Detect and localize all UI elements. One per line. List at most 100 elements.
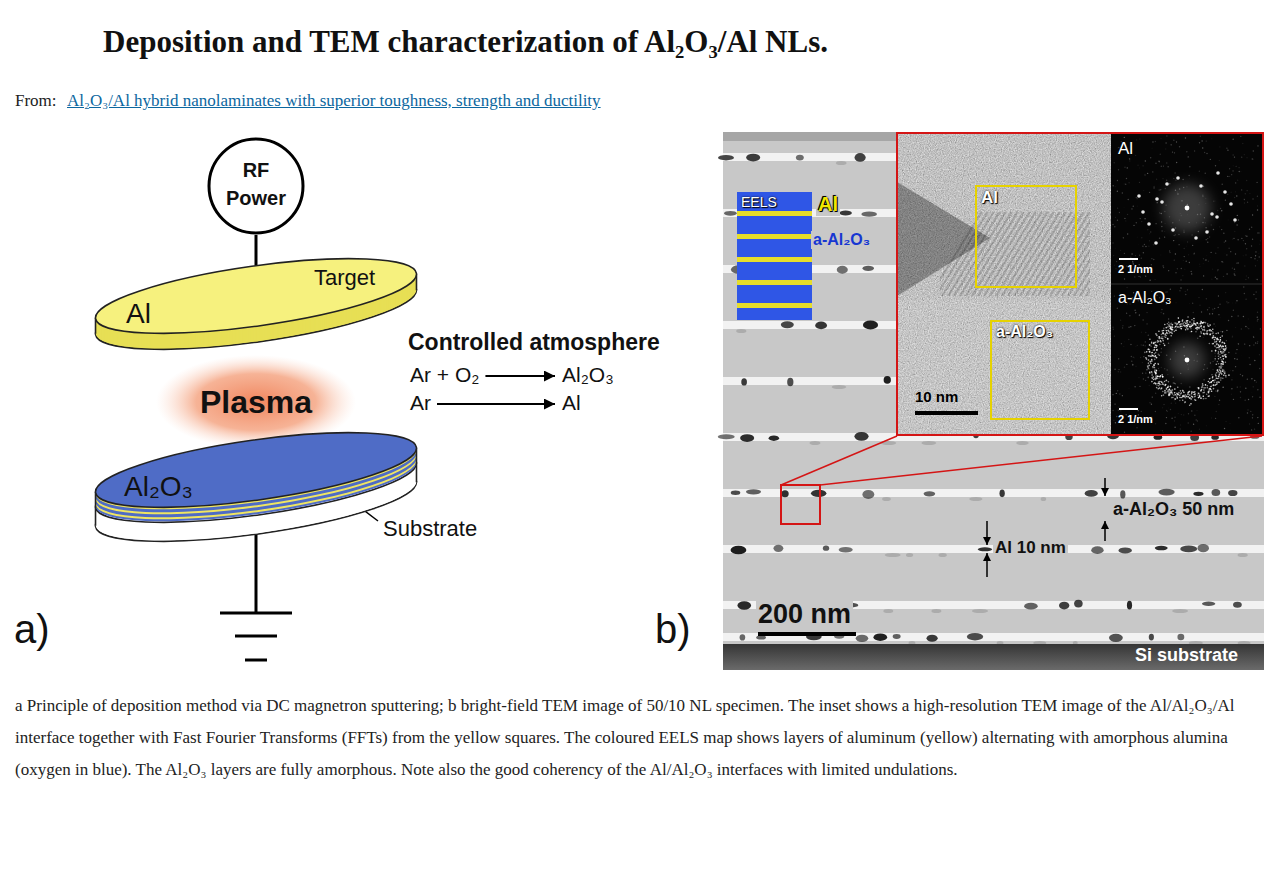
fft-dot bbox=[1188, 254, 1189, 255]
fft-dot bbox=[1181, 392, 1183, 394]
fft-dot bbox=[1259, 243, 1260, 244]
al-grain bbox=[1085, 490, 1098, 497]
fft-dot bbox=[1204, 217, 1205, 218]
region-box: a-Al₂O₃ bbox=[990, 320, 1090, 420]
lattice-fringe bbox=[966, 212, 1036, 296]
fft-dot bbox=[1217, 332, 1219, 334]
fft-dot bbox=[1161, 213, 1162, 214]
fft-dot bbox=[1210, 362, 1211, 363]
fft-dot bbox=[1174, 383, 1175, 384]
fft-dot bbox=[1222, 345, 1224, 347]
fft-dot bbox=[1166, 162, 1167, 163]
fft-dot bbox=[1157, 340, 1159, 342]
al-grain bbox=[1119, 547, 1132, 553]
fft-dot bbox=[1189, 166, 1190, 167]
fft-dot bbox=[1132, 364, 1133, 365]
fft-dot bbox=[1149, 373, 1151, 375]
fft-dot bbox=[1139, 254, 1140, 255]
fft-dot bbox=[1133, 225, 1134, 226]
fft-dot bbox=[1165, 384, 1167, 386]
fft-dot bbox=[1224, 253, 1225, 254]
fft-dot bbox=[1186, 320, 1188, 322]
fft-dot bbox=[1149, 351, 1151, 353]
fft-dot bbox=[1159, 383, 1161, 385]
fft-dot bbox=[1216, 341, 1218, 343]
fft-dot bbox=[1215, 215, 1219, 219]
fft-dot bbox=[1163, 313, 1164, 314]
fft-dot bbox=[1149, 351, 1151, 353]
fft-dot bbox=[1215, 325, 1216, 326]
fft-dot bbox=[1198, 328, 1200, 330]
fft-dot bbox=[1209, 330, 1211, 332]
lattice-fringe bbox=[1044, 212, 1090, 296]
fft-dot bbox=[1214, 308, 1215, 309]
fft-dot bbox=[1193, 360, 1194, 361]
al-grain bbox=[1109, 634, 1123, 642]
fft-dot bbox=[1210, 257, 1211, 258]
fft-dot bbox=[1180, 383, 1181, 384]
fft-dot bbox=[1174, 299, 1175, 300]
fft-dot bbox=[1218, 344, 1220, 346]
fft-dot bbox=[1206, 239, 1207, 240]
fft-dot bbox=[1195, 400, 1197, 402]
fft-dot bbox=[1216, 171, 1220, 175]
fft-dot bbox=[1228, 302, 1229, 303]
fft-dot bbox=[1148, 365, 1150, 367]
fft-dot bbox=[1117, 269, 1118, 270]
fft-dot bbox=[1150, 157, 1151, 158]
fft-dot bbox=[1161, 374, 1163, 376]
al-grain bbox=[862, 490, 874, 499]
fft-dot bbox=[1136, 198, 1137, 199]
fft-dot bbox=[1218, 375, 1220, 377]
fft-dot bbox=[1132, 365, 1133, 366]
fft-dot bbox=[1224, 331, 1225, 332]
fft-dot bbox=[1205, 259, 1206, 260]
fft-dot bbox=[1225, 347, 1227, 349]
fft-dot bbox=[1179, 393, 1181, 395]
fft-dot bbox=[1153, 307, 1154, 308]
fft-dot bbox=[1199, 429, 1200, 430]
fft-dot bbox=[1208, 390, 1210, 392]
fft-dot bbox=[1177, 191, 1178, 192]
fft-dot bbox=[1147, 173, 1148, 174]
fft-dot bbox=[1252, 214, 1253, 215]
fft-dot bbox=[1198, 324, 1200, 326]
fft-dot bbox=[1216, 338, 1218, 340]
fft-dot bbox=[1215, 384, 1217, 386]
grain-shadow bbox=[972, 609, 988, 613]
fft-dot bbox=[1221, 210, 1222, 211]
fft-dot bbox=[1194, 395, 1196, 397]
fft-dot bbox=[1202, 289, 1203, 290]
fft-dot bbox=[1155, 373, 1157, 375]
fft-dot bbox=[1220, 351, 1222, 353]
fft-dot bbox=[1192, 400, 1193, 401]
al-grain bbox=[1193, 492, 1203, 496]
fft-dot bbox=[1259, 368, 1260, 369]
fft-dot bbox=[1220, 357, 1222, 359]
fft-dot bbox=[1163, 394, 1165, 396]
fft-dot bbox=[1138, 377, 1139, 378]
fft-dot bbox=[1202, 395, 1204, 397]
fft-dot bbox=[1129, 315, 1130, 316]
fft-dot bbox=[1210, 252, 1211, 253]
fft-dot bbox=[1210, 274, 1211, 275]
fft-dot bbox=[1189, 262, 1190, 263]
fft-dot bbox=[1162, 338, 1164, 340]
fft-dot bbox=[1219, 348, 1221, 350]
fft-dot bbox=[1169, 394, 1171, 396]
fft-dot bbox=[1161, 388, 1163, 390]
fft-dot bbox=[1139, 314, 1140, 315]
fft-dot bbox=[1219, 345, 1221, 347]
fft-dot bbox=[1173, 376, 1174, 377]
fft-dot bbox=[1166, 410, 1167, 411]
fft-dot bbox=[1168, 385, 1170, 387]
fft-dot bbox=[1257, 341, 1258, 342]
fft-dot bbox=[1169, 395, 1171, 397]
fft-dot bbox=[1154, 382, 1156, 384]
fft-dot bbox=[1162, 432, 1163, 433]
fft-dot bbox=[1252, 159, 1253, 160]
fft-dot bbox=[1236, 195, 1237, 196]
fft-dot bbox=[1179, 321, 1181, 323]
fft-dot bbox=[1201, 327, 1203, 329]
fft-dot bbox=[1176, 141, 1177, 142]
